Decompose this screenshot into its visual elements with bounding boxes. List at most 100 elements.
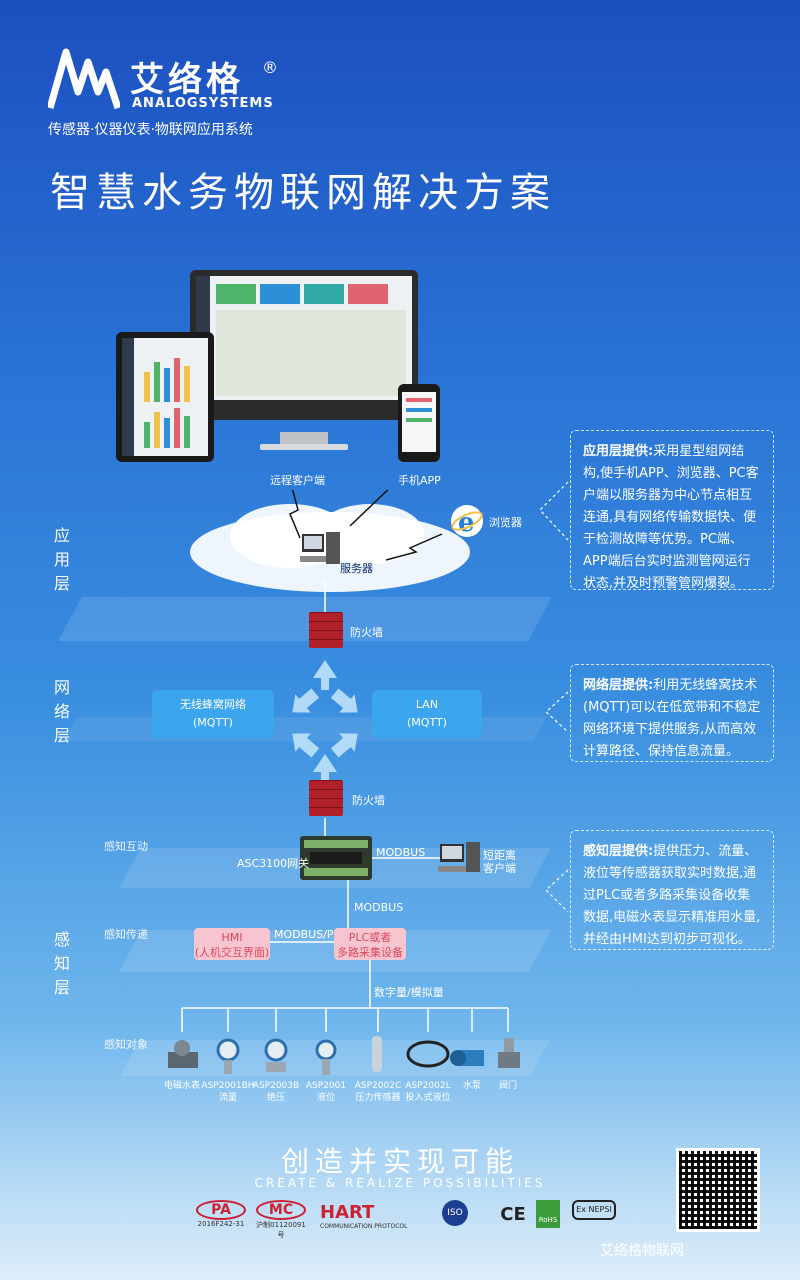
brand-name: 艾络格 [130,60,244,100]
brand-name-en: ANALOGSYSTEMS [132,96,274,111]
sense-info-text: 提供压力、流量、液位等传感器获取实时数据,通过PLC或者多路采集设备收集数据,电… [583,844,761,947]
slogan: 创造并实现可能 [280,1145,519,1178]
brand-logo-icon [48,48,120,110]
hart-sub: COMMUNICATION PROTOCOL [320,1223,408,1230]
modbus-ppi-label: MODBUS/PPI [274,928,344,941]
sensor-label: ASP2002C 压力传感器 [344,1080,412,1104]
cert-iso: ISO [428,1200,482,1228]
sensor-label: ASP2001 液位 [292,1080,360,1104]
slogan-en: CREATE & REALIZE POSSIBILITIES [254,1176,546,1190]
cellular-label: 无线蜂窝网络 [180,698,246,711]
devices-illustration [116,270,440,462]
sensor-label: 水泵 [438,1080,506,1092]
cert-pa: PA 2016F242-31 [196,1200,246,1228]
cert-mc: MC 沪制01120091号 [256,1200,306,1240]
mobile-app-label: 手机APP [398,474,441,487]
watermark: 艾络格物联网 [600,1243,684,1259]
sensor-label: ASP2003B 绝压 [242,1080,310,1104]
mc-number: 沪制01120091号 [256,1221,306,1239]
sense-layer-label: 感 知 层 [53,930,70,997]
app-info-title: 应用层提供: [583,444,654,459]
level-sensor-icon [315,1039,337,1075]
phone-icon [398,384,440,462]
sense-interact-label: 感知互动 [104,840,148,853]
iso-logo-icon: ISO [442,1200,468,1226]
firewall-mid-label: 防火墙 [352,794,385,807]
tagline: 传感器·仪器仪表·物联网应用系统 [48,122,253,138]
browser-icon: e [451,505,483,538]
hmi-sub: (人机交互界面) [194,946,270,959]
sensor-model: ASP2001BH [201,1081,255,1091]
pa-number: 2016F242-31 [197,1220,245,1228]
svg-text:e: e [458,508,475,538]
sensor-label: ASP2002L 投入式液位 [394,1080,462,1104]
modbus-right-label: MODBUS [376,846,426,859]
browser-label: 浏览器 [489,516,522,529]
sensor-model: ASP2002C [354,1081,402,1091]
hmi-box: HMI (人机交互界面) [194,928,270,960]
sensor-type: 压力传感器 [355,1093,401,1103]
sense-info-title: 感知层提供: [583,844,654,859]
water-meter-icon [168,1040,198,1068]
cellular-network-box: 无线蜂窝网络 (MQTT) [152,690,274,738]
app-layer-panel [58,597,552,641]
pressure-sensor-icon [264,1038,288,1072]
sensor-model: 水泵 [462,1081,481,1091]
qr-code-icon [676,1148,760,1232]
remote-client-label: 远程客户端 [270,474,325,487]
plc-sub: 多路采集设备 [337,946,403,959]
flow-sensor-icon [216,1038,240,1074]
sensor-type: 流量 [218,1093,237,1103]
net-layer-label: 网 络 层 [53,678,70,745]
digital-analog-label: 数字量/模拟量 [374,986,444,999]
app-layer-label: 应 用 层 [53,526,70,593]
lan-network-box: LAN (MQTT) [372,690,482,738]
sensor-type: 液位 [316,1093,335,1103]
hmi-label: HMI [221,931,243,944]
sensor-model: 电磁水表 [163,1081,200,1091]
sensor-icons [168,1036,520,1075]
valve-icon [498,1038,520,1068]
server-icon [300,532,340,564]
sensor-model: ASP2001 [305,1081,347,1091]
sensor-label: 电磁水表 [148,1080,216,1092]
net-info-title: 网络层提供: [583,678,654,693]
gateway-label: ASC3100网关 [237,857,310,870]
sensor-type: 投入式液位 [405,1093,451,1103]
monitor-icon [190,270,418,450]
net-layer-info: 网络层提供:利用无线蜂窝技术(MQTT)可以在低宽带和不稳定网络环境下提供服务,… [570,664,774,762]
app-layer-info: 应用层提供:采用星型组网结构,使手机APP、浏览器、PC客户端以服务器为中心节点… [570,430,774,591]
modbus-down-label: MODBUS [354,901,404,914]
sensor-model: 阀门 [498,1081,517,1091]
rohs-logo-icon: RoHS [536,1200,560,1228]
firewall-top-label: 防火墙 [350,626,383,639]
sensor-type: 绝压 [266,1093,285,1103]
short-client-icon [438,842,480,872]
registered-mark: ® [262,58,278,77]
firewall-top-icon [309,612,343,648]
sense-object-label: 感知对象 [104,1038,148,1051]
net-info-text: 利用无线蜂窝技术(MQTT)可以在低宽带和不稳定网络环境下提供服务,从而高效计算… [583,678,761,759]
page-title: 智慧水务物联网解决方案 [50,170,556,216]
sense-layer-info: 感知层提供:提供压力、流量、液位等传感器获取实时数据,通过PLC或者多路采集设备… [570,830,774,950]
lan-protocol: (MQTT) [407,716,447,729]
tablet-icon [116,332,214,462]
short-client-label: 短距离 客户端 [483,849,516,875]
firewall-mid-icon [309,780,343,816]
ex-logo-icon: Ex NEPSI [572,1200,616,1220]
pressure-transducer-icon [372,1036,382,1072]
sense-transmit-label: 感知传递 [104,928,148,941]
hart-logo-icon: HART [320,1202,375,1223]
pump-icon [450,1050,484,1066]
lan-label: LAN [415,698,439,711]
sensor-model: ASP2002L [405,1081,451,1091]
pa-logo-icon: PA [196,1200,246,1220]
server-label: 服务器 [340,562,373,575]
sensor-model: ASP2003B [252,1081,300,1091]
cert-hart: HART COMMUNICATION PROTOCOL [320,1202,416,1230]
plc-box: PLC或者 多路采集设备 [334,928,406,960]
mc-logo-icon: MC [256,1200,306,1220]
cellular-protocol: (MQTT) [193,716,233,729]
gateway-icon [300,836,372,880]
sensor-label: ASP2001BH 流量 [194,1080,262,1104]
